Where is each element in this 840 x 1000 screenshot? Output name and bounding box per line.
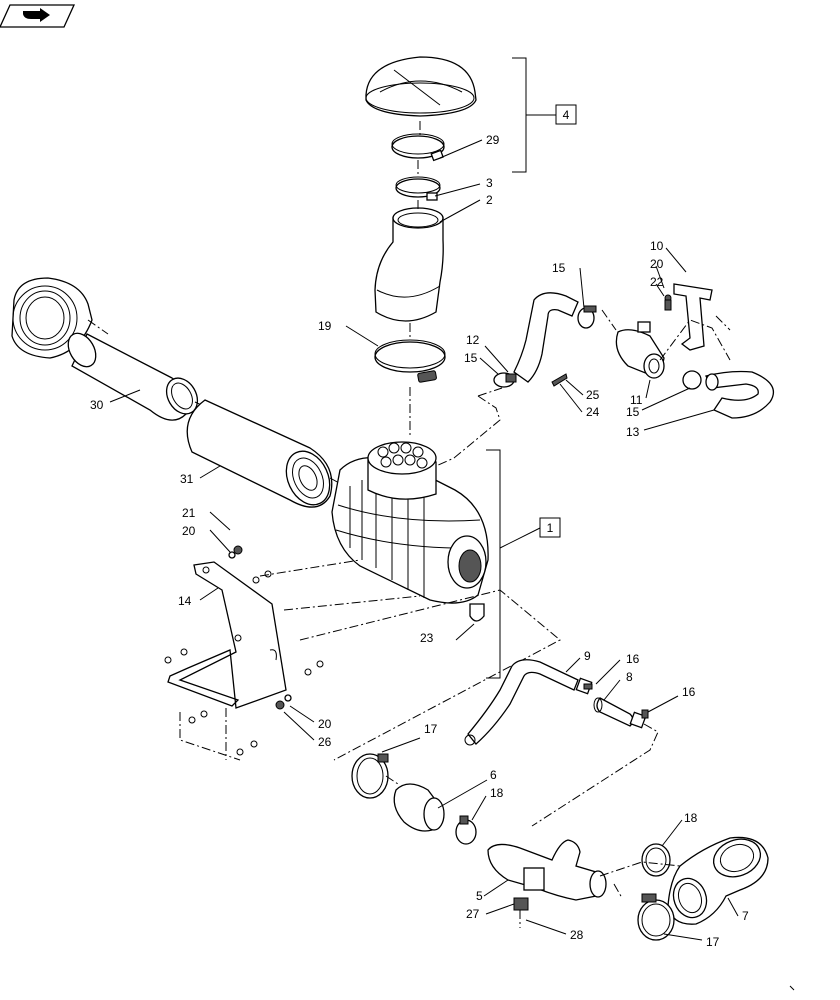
air-cleaner-housing bbox=[331, 441, 489, 622]
callout-28: 28 bbox=[570, 928, 584, 942]
clamp-15-upper bbox=[577, 305, 597, 329]
elbow-tube-5 bbox=[487, 839, 607, 911]
clamp-17-right bbox=[637, 893, 675, 941]
callout-11: 11 bbox=[630, 393, 643, 407]
callout-19: 19 bbox=[318, 319, 332, 333]
hose-6 bbox=[393, 783, 445, 832]
inlet-adapter-2 bbox=[374, 207, 444, 322]
callout-9: 9 bbox=[584, 649, 591, 663]
callout-21: 21 bbox=[182, 506, 196, 520]
callout-5: 5 bbox=[476, 889, 483, 903]
leader-lines bbox=[109, 139, 739, 941]
callout-26: 26 bbox=[318, 735, 332, 749]
clamp-15-right bbox=[682, 370, 702, 390]
callout-24: 24 bbox=[586, 405, 600, 419]
clamp-18-right bbox=[641, 843, 671, 877]
hose-7 bbox=[667, 836, 769, 925]
callout-2: 2 bbox=[486, 193, 493, 207]
callout-1: 1 bbox=[547, 521, 554, 535]
callout-18-right: 18 bbox=[684, 811, 698, 825]
callout-3: 3 bbox=[486, 176, 493, 190]
clamp-3 bbox=[395, 176, 441, 201]
callout-16-b: 16 bbox=[682, 685, 696, 699]
clamp-16-a bbox=[575, 677, 593, 695]
mounting-bracket-14 bbox=[167, 561, 287, 709]
hose-13 bbox=[705, 370, 775, 419]
callout-31: 31 bbox=[180, 472, 194, 486]
callout-6: 6 bbox=[490, 768, 497, 782]
hose-8 bbox=[593, 697, 634, 727]
restriction-indicator-11 bbox=[615, 321, 665, 379]
callout-4: 4 bbox=[563, 108, 570, 122]
callout-20-upper: 20 bbox=[182, 524, 196, 538]
callout-15-right: 15 bbox=[626, 405, 640, 419]
callout-10: 10 bbox=[650, 239, 664, 253]
callout-15-top: 15 bbox=[552, 261, 566, 275]
callout-17-right: 17 bbox=[706, 935, 720, 949]
bolts bbox=[164, 545, 324, 756]
callout-13: 13 bbox=[626, 425, 640, 439]
callout-14: 14 bbox=[178, 594, 192, 608]
callout-25: 25 bbox=[586, 388, 600, 402]
clamp-18-left bbox=[455, 815, 477, 845]
clamp-17-left bbox=[351, 753, 389, 799]
callout-29: 29 bbox=[486, 133, 500, 147]
callout-20-right: 20 bbox=[650, 257, 664, 271]
precleaner-cap bbox=[365, 56, 477, 117]
callout-box-1 bbox=[539, 517, 561, 538]
tube-9 bbox=[464, 659, 579, 746]
screw-24-25 bbox=[551, 373, 568, 387]
clamp-19 bbox=[374, 339, 446, 383]
callout-16-a: 16 bbox=[626, 652, 640, 666]
clamp-16-b bbox=[629, 709, 649, 729]
support-bracket-10 bbox=[664, 283, 713, 351]
callout-22: 22 bbox=[650, 275, 664, 289]
navigation-arrow-icon[interactable] bbox=[0, 4, 76, 28]
breather-tube-12 bbox=[513, 292, 579, 383]
callout-27: 27 bbox=[466, 907, 480, 921]
callout-18-left: 18 bbox=[490, 786, 504, 800]
callout-12: 12 bbox=[466, 333, 480, 347]
callout-box-4 bbox=[555, 104, 577, 125]
callout-7: 7 bbox=[742, 909, 749, 923]
primary-element-31 bbox=[186, 399, 333, 508]
cap-clamp-29 bbox=[391, 133, 445, 162]
safety-element-30 bbox=[67, 332, 199, 421]
clamp-15-lower bbox=[493, 372, 517, 388]
callout-30: 30 bbox=[90, 398, 104, 412]
callout-8: 8 bbox=[626, 670, 633, 684]
callout-15-mid: 15 bbox=[464, 351, 478, 365]
callout-20-lower: 20 bbox=[318, 717, 332, 731]
callout-23: 23 bbox=[420, 631, 434, 645]
callout-17-left: 17 bbox=[424, 722, 438, 736]
